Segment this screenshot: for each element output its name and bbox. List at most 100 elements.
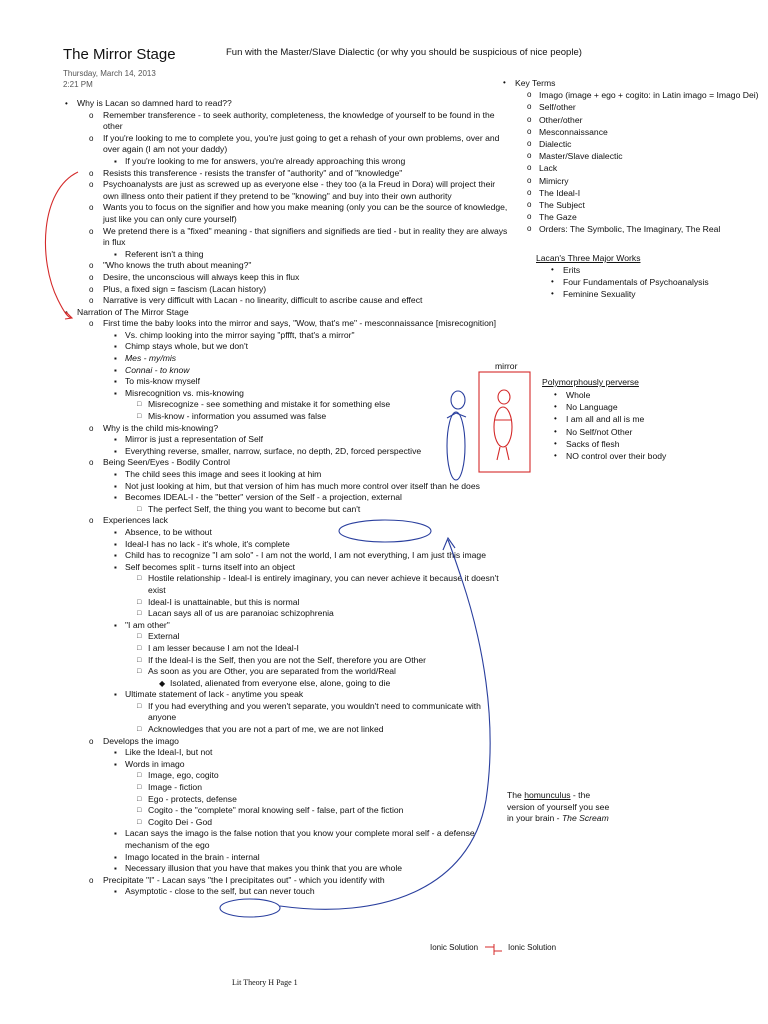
note-item: ▪Referent isn't a thing bbox=[56, 249, 511, 261]
major-work-item: •Erits bbox=[538, 264, 709, 276]
note-item: □Lacan says all of us are paranoiac schi… bbox=[56, 608, 511, 620]
bullet-icon: □ bbox=[137, 598, 142, 606]
note-text: I am lesser because I am not the Ideal-I bbox=[148, 642, 299, 653]
note-item: ▪To mis-know myself bbox=[56, 376, 511, 388]
note-item: □Ego - protects, defense bbox=[56, 794, 511, 806]
note-item: □ The perfect Self, the thing you want to… bbox=[56, 504, 511, 516]
bullet-icon: o bbox=[89, 133, 94, 143]
key-term-text: Lack bbox=[539, 163, 558, 174]
note-text: External bbox=[148, 631, 180, 642]
polymorphous-text: Sacks of flesh bbox=[566, 438, 620, 449]
note-item: □External bbox=[56, 631, 511, 643]
bullet-icon: ▪ bbox=[114, 330, 117, 340]
note-text: The perfect Self, the thing you want to … bbox=[148, 503, 361, 514]
bullet-icon: o bbox=[527, 151, 532, 161]
key-term-text: Mimicry bbox=[539, 175, 569, 186]
note-item: □Misrecognize - see something and mistak… bbox=[56, 399, 511, 411]
bullet-icon: □ bbox=[137, 644, 142, 652]
note-item: ▪Vs. chimp looking into the mirror sayin… bbox=[56, 330, 511, 342]
bullet-icon: • bbox=[554, 402, 557, 412]
note-text: "Who knows the truth about meaning?" bbox=[103, 260, 252, 271]
note-text: Mes - my/mis bbox=[125, 353, 177, 364]
note-text: If you had everything and you weren't se… bbox=[148, 700, 481, 723]
homunculus-note: The homunculus - the version of yourself… bbox=[507, 790, 617, 825]
note-text: Everything reverse, smaller, narrow, sur… bbox=[125, 445, 422, 456]
note-text: "I am other" bbox=[125, 619, 170, 630]
page-subtitle: Fun with the Master/Slave Dialectic (or … bbox=[226, 47, 582, 58]
bullet-icon: o bbox=[527, 163, 532, 173]
note-text: Words in imago bbox=[125, 758, 185, 769]
mirror-label: mirror bbox=[495, 361, 518, 371]
bullet-icon: o bbox=[89, 296, 94, 306]
bullet-icon: ▪ bbox=[114, 365, 117, 375]
bullet-icon: ▪ bbox=[114, 481, 117, 491]
note-text: Being Seen/Eyes - Bodily Control bbox=[103, 457, 231, 468]
note-item: ▪Child has to recognize "I am solo" - I … bbox=[56, 550, 511, 562]
note-item: ▪If you're looking to me for answers, yo… bbox=[56, 156, 511, 168]
bullet-icon: • bbox=[551, 289, 554, 299]
bullet-icon: ▪ bbox=[114, 829, 117, 839]
note-item: ▪Ultimate statement of lack - anytime yo… bbox=[56, 689, 511, 701]
bullet-icon: o bbox=[89, 226, 94, 236]
note-text: Cogito - the "complete" moral knowing se… bbox=[148, 805, 404, 816]
polymorphous-heading: Polymorphously perverse bbox=[542, 377, 639, 387]
bullet-icon: □ bbox=[137, 505, 142, 513]
polymorphous-item: • Whole bbox=[542, 389, 666, 401]
note-text: Why is the child mis-knowing? bbox=[103, 422, 219, 433]
note-text: Lacan says all of us are paranoiac schiz… bbox=[148, 608, 334, 619]
bullet-icon: o bbox=[527, 200, 532, 210]
major-works-heading: Lacan's Three Major Works bbox=[536, 253, 641, 263]
key-term-text: The Subject bbox=[539, 200, 585, 211]
note-item: •Why is Lacan so damned hard to read?? bbox=[56, 98, 511, 110]
key-term-text: Self/other bbox=[539, 102, 576, 113]
note-text: Develops the imago bbox=[103, 735, 179, 746]
bullet-icon: o bbox=[89, 272, 94, 282]
bullet-icon: o bbox=[527, 187, 532, 197]
bullet-icon: o bbox=[89, 319, 94, 329]
bullet-icon: ▪ bbox=[114, 852, 117, 862]
bullet-icon: o bbox=[89, 203, 94, 213]
note-text: Not just looking at him, but that versio… bbox=[125, 480, 480, 491]
bullet-icon: ▪ bbox=[114, 342, 117, 352]
polymorphous-text: Whole bbox=[566, 390, 591, 400]
note-text: Acknowledges that you are not a part of … bbox=[148, 724, 384, 735]
note-text: Ideal-I is unattainable, but this is nor… bbox=[148, 596, 300, 607]
note-item: ▪Like the Ideal-I, but not bbox=[56, 747, 511, 759]
red-arrowhead bbox=[64, 311, 74, 320]
note-item: □Cogito Dei - God bbox=[56, 817, 511, 829]
note-text: Image - fiction bbox=[148, 782, 202, 793]
bullet-icon: o bbox=[527, 126, 532, 136]
bullet-icon: o bbox=[89, 110, 94, 120]
bullet-icon: ▪ bbox=[114, 493, 117, 503]
polymorphous-item: •NO control over their body bbox=[542, 450, 666, 462]
note-text: Misrecognize - see something and mistake… bbox=[148, 399, 391, 410]
note-text: Ultimate statement of lack - anytime you… bbox=[125, 689, 304, 700]
bullet-icon: ▪ bbox=[114, 435, 117, 445]
bullet-icon: o bbox=[527, 224, 532, 234]
note-text: Chimp stays whole, but we don't bbox=[125, 341, 248, 352]
note-text: Image, ego, cogito bbox=[148, 770, 219, 781]
key-term-item: o Mimicry bbox=[497, 175, 759, 187]
note-item: ▪"I am other" bbox=[56, 620, 511, 632]
note-text: Necessary illusion that you have that ma… bbox=[125, 863, 403, 874]
note-text: Cogito Dei - God bbox=[148, 816, 213, 827]
homunculus-text: - the version of yourself you see in you… bbox=[507, 790, 610, 824]
note-text: Becomes IDEAL-I - the "better" version o… bbox=[125, 492, 402, 503]
key-term-text: Dialectic bbox=[539, 139, 572, 150]
bullet-icon: • bbox=[65, 99, 68, 108]
note-text: Self becomes split - turns itself into a… bbox=[125, 561, 296, 572]
note-text: First time the baby looks into the mirro… bbox=[103, 318, 497, 329]
polymorphous-item: •No Self/not Other bbox=[542, 426, 666, 438]
note-text: Experiences lack bbox=[103, 515, 168, 526]
bullet-icon: o bbox=[527, 175, 532, 185]
bullet-icon: • bbox=[554, 426, 557, 436]
bullet-icon: • bbox=[554, 390, 557, 399]
